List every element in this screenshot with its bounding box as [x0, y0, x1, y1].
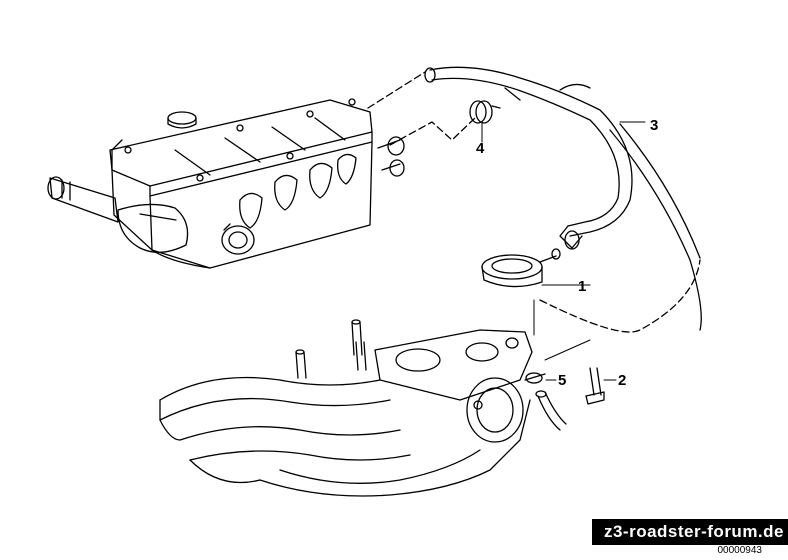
hose-clamp	[469, 100, 501, 124]
oil-separator	[481, 248, 561, 288]
intake-manifold	[159, 319, 533, 497]
callout-leaders	[481, 121, 646, 381]
assembly-leaders	[367, 71, 701, 333]
callout-2: 2	[618, 372, 626, 389]
hose-nipple	[524, 372, 567, 431]
watermark-text: z3-roadster-forum.de	[603, 522, 784, 541]
cylinder-head	[47, 98, 405, 269]
callout-1: 1	[578, 278, 586, 295]
hollow-bolt	[585, 367, 605, 405]
diagram-reference-number: 00000943	[717, 545, 763, 556]
callout-4: 4	[476, 140, 485, 157]
callout-3: 3	[650, 117, 658, 134]
callout-5: 5	[558, 372, 566, 389]
vent-hose	[424, 66, 702, 331]
watermark-background	[592, 519, 788, 545]
